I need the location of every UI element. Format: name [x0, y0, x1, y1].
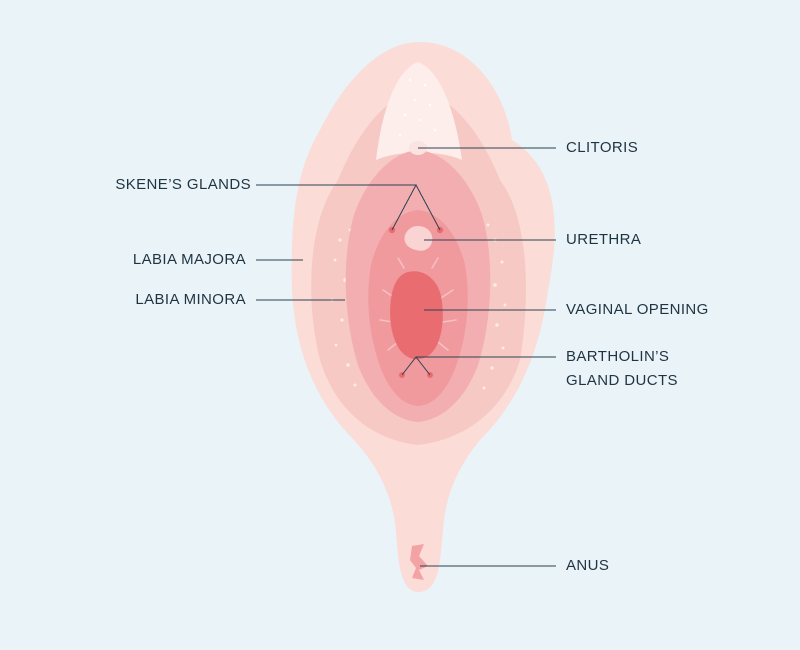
label-bartholins-line2: GLAND DUCTS	[566, 372, 678, 389]
clitoral-hood-shape	[376, 62, 462, 160]
label-labia-minora: LABIA MINORA	[135, 291, 246, 308]
leader-line-skenes-right	[415, 184, 441, 231]
label-vaginal-opening: VAGINAL OPENING	[566, 301, 709, 318]
urethra-shape	[404, 226, 433, 251]
label-urethra: URETHRA	[566, 231, 642, 248]
label-clitoris: CLITORIS	[566, 139, 639, 156]
label-anus: ANUS	[566, 557, 610, 574]
label-bartholins-gland-ducts: BARTHOLIN’S GLAND DUCTS	[566, 345, 678, 393]
clitoral-hood-texture	[398, 78, 437, 137]
leader-lines	[256, 147, 556, 567]
label-labia-majora: LABIA MAJORA	[132, 251, 246, 268]
leader-line-bartholin-right	[415, 356, 431, 376]
label-skenes-glands: SKENE’S GLANDS	[115, 176, 251, 193]
anus-shape	[410, 544, 428, 580]
vaginal-opening-shape	[390, 271, 443, 360]
label-bartholins-line1: BARTHOLIN’S	[566, 348, 670, 365]
